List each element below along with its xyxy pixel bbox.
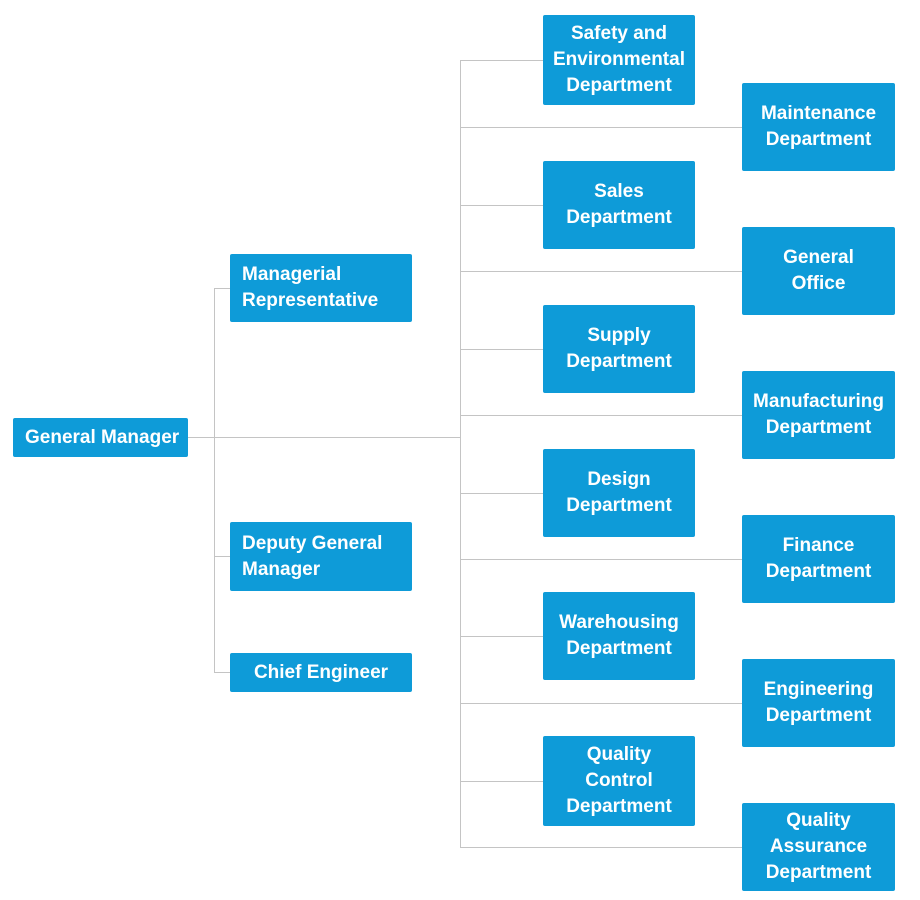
connector-design bbox=[460, 493, 543, 494]
org-node-general-office[interactable]: General Office bbox=[742, 227, 895, 315]
org-node-safety-environmental-department[interactable]: Safety and Environmental Department bbox=[543, 15, 695, 105]
org-node-manufacturing-department[interactable]: Manufacturing Department bbox=[742, 371, 895, 459]
connector-managerial-representative bbox=[214, 288, 230, 289]
org-node-general-manager[interactable]: General Manager bbox=[13, 418, 188, 457]
org-node-chief-engineer[interactable]: Chief Engineer bbox=[230, 653, 412, 692]
connector-chief-engineer bbox=[214, 672, 230, 673]
org-node-quality-assurance-department[interactable]: Quality Assurance Department bbox=[742, 803, 895, 891]
org-node-maintenance-department[interactable]: Maintenance Department bbox=[742, 83, 895, 171]
org-node-managerial-representative[interactable]: Managerial Representative bbox=[230, 254, 412, 322]
connector-manufacturing bbox=[460, 415, 742, 416]
connector-safety-environmental bbox=[460, 60, 543, 61]
org-node-warehousing-department[interactable]: Warehousing Department bbox=[543, 592, 695, 680]
connector-general-office bbox=[460, 271, 742, 272]
connector-general-manager bbox=[188, 437, 460, 438]
connector-supply bbox=[460, 349, 543, 350]
org-node-supply-department[interactable]: Supply Department bbox=[543, 305, 695, 393]
connector-finance bbox=[460, 559, 742, 560]
org-node-sales-department[interactable]: Sales Department bbox=[543, 161, 695, 249]
connector-warehousing bbox=[460, 636, 543, 637]
connector-maintenance bbox=[460, 127, 742, 128]
connector-sales bbox=[460, 205, 543, 206]
connector-quality-assurance bbox=[460, 847, 742, 848]
org-node-quality-control-department[interactable]: Quality Control Department bbox=[543, 736, 695, 826]
connector-managers-vertical bbox=[214, 288, 215, 673]
org-node-design-department[interactable]: Design Department bbox=[543, 449, 695, 537]
org-node-engineering-department[interactable]: Engineering Department bbox=[742, 659, 895, 747]
org-node-deputy-general-manager[interactable]: Deputy General Manager bbox=[230, 522, 412, 591]
org-node-finance-department[interactable]: Finance Department bbox=[742, 515, 895, 603]
connector-engineering bbox=[460, 703, 742, 704]
connector-quality-control bbox=[460, 781, 543, 782]
connector-deputy-general-manager bbox=[214, 556, 230, 557]
connector-trunk-vertical bbox=[460, 60, 461, 848]
